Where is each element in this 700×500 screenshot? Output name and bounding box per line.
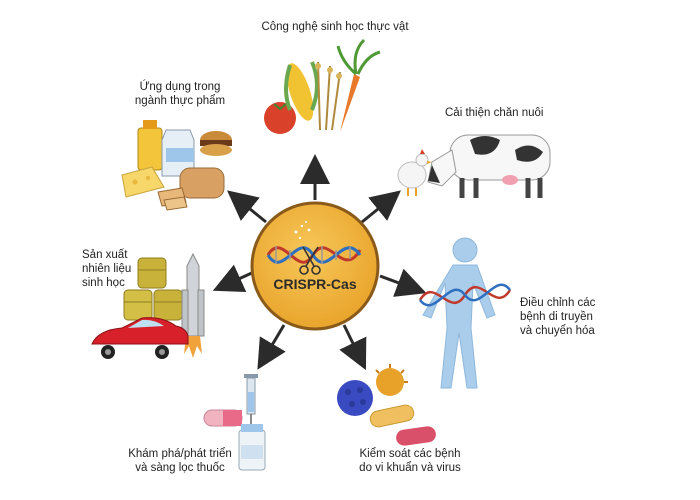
label-line: Công nghệ sinh học thực vật <box>261 21 409 33</box>
arrow-biofuel <box>212 264 255 292</box>
label-line: Khám phá/phát triển <box>128 448 232 460</box>
label-line: và sàng lọc thuốc <box>135 462 225 474</box>
vial-icon <box>238 424 266 471</box>
label-line: ngành thực phẩm <box>134 95 226 107</box>
arrow-genetic <box>379 268 427 297</box>
human-body-icon <box>418 237 512 389</box>
label-line: bệnh di truyền <box>520 311 593 323</box>
label-line: và chuyển hóa <box>520 325 595 337</box>
label-line: nhiên liệu <box>82 263 132 275</box>
label-line: Cải thiện chăn nuôi <box>445 107 544 119</box>
arrow-drug <box>257 324 286 370</box>
label-food-industry: Ứng dụng trong ngành thực phẩm <box>115 80 245 108</box>
scissors-icon <box>299 246 321 275</box>
label-line: Điều chỉnh các <box>520 297 596 309</box>
pill-icon <box>203 409 243 427</box>
arrows <box>212 154 427 371</box>
cow-icon <box>427 134 551 198</box>
label-line: do vi khuẩn và virus <box>359 462 461 474</box>
bacteria-virus-icon <box>337 364 436 446</box>
arrow-livestock <box>361 190 401 224</box>
rocket-icon <box>181 252 205 358</box>
arrow-food <box>227 190 267 224</box>
crispr-center <box>250 201 380 331</box>
vegetables-icon <box>264 38 381 134</box>
label-line: sinh học <box>82 277 125 289</box>
syringe-icon <box>244 374 258 426</box>
chicken-icon <box>397 149 432 196</box>
label-infection-control: Kiểm soát các bệnh do vi khuẩn và virus <box>330 447 490 475</box>
center-label: CRISPR-Cas <box>273 276 357 292</box>
label-line: Ứng dụng trong <box>139 81 221 93</box>
label-line: Kiểm soát các bệnh <box>359 448 461 460</box>
oil-barrel-icon <box>123 257 183 321</box>
food-products-icon <box>121 120 232 211</box>
label-plant-biotech: Công nghệ sinh học thực vật <box>250 20 420 34</box>
label-line: Sản xuất <box>82 249 128 261</box>
label-drug-discovery: Khám phá/phát triển và sàng lọc thuốc <box>120 447 240 475</box>
label-livestock: Cải thiện chăn nuôi <box>445 106 585 120</box>
arrow-infection <box>339 324 367 371</box>
label-genetic-disease: Điều chỉnh các bệnh di truyền và chuyển … <box>520 296 660 338</box>
label-biofuel: Sản xuất nhiên liệu sinh học <box>82 248 162 290</box>
car-icon <box>91 317 189 359</box>
